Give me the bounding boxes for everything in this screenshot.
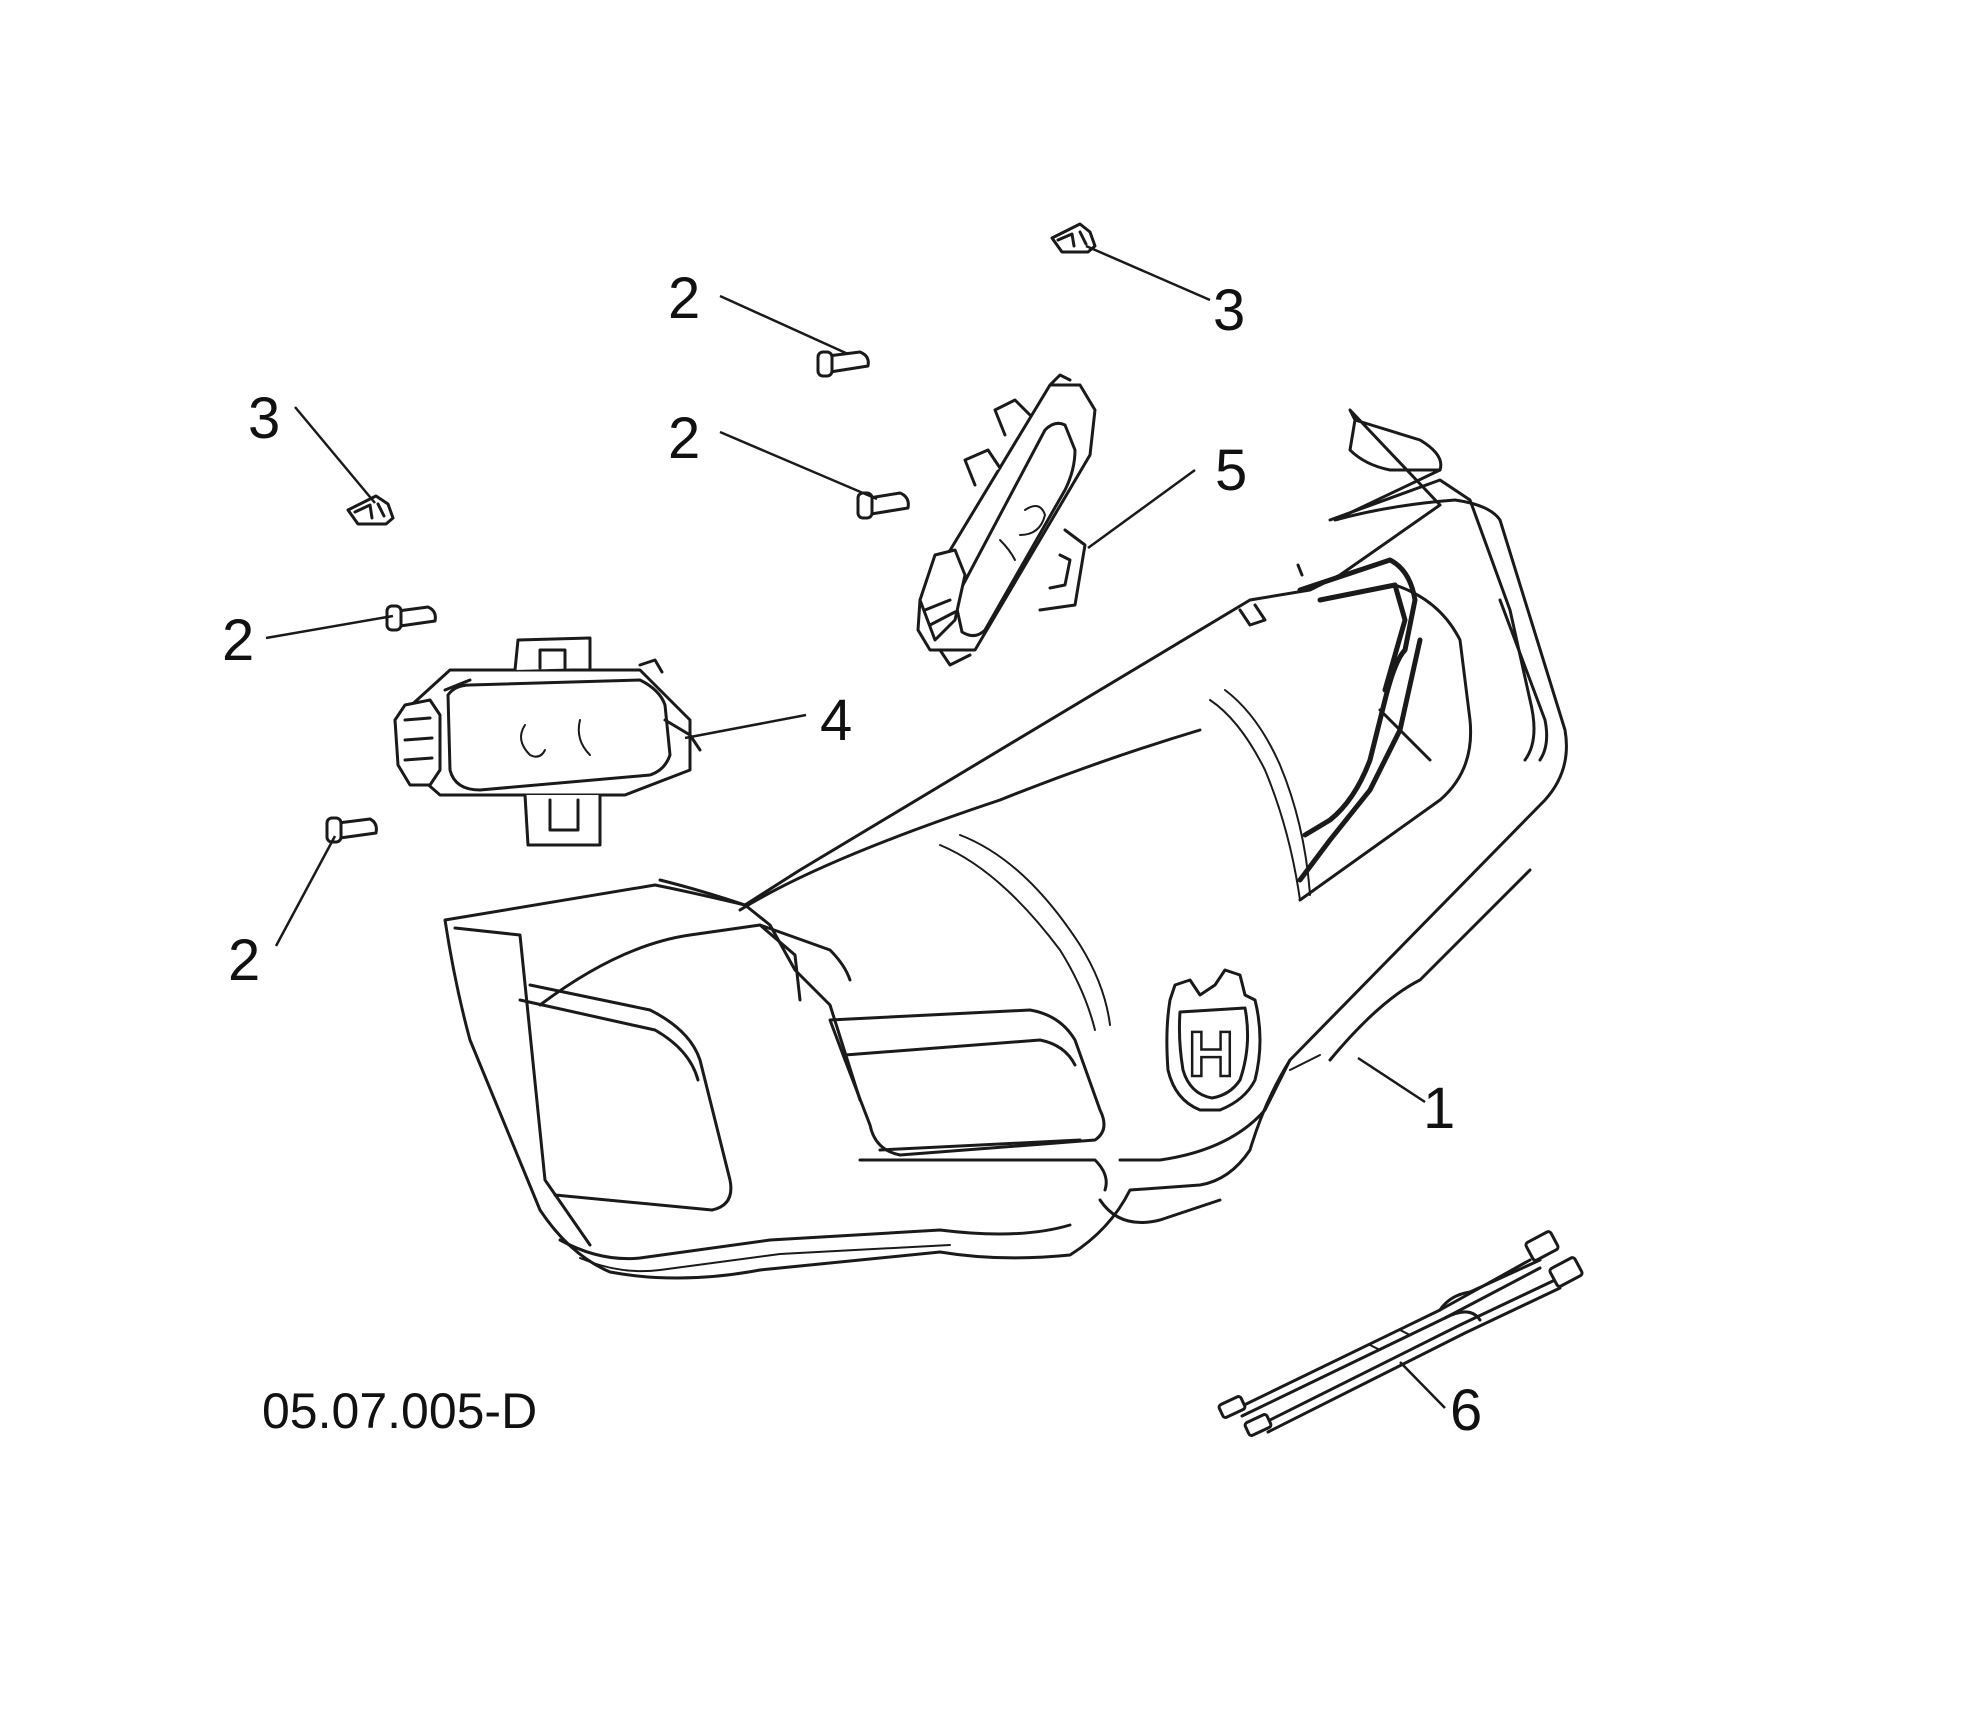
- brand-logo-letter: H: [1188, 1018, 1234, 1090]
- callout-2b: 2: [668, 406, 700, 471]
- part-clip-2[interactable]: [346, 494, 395, 526]
- leader-lines: [265, 244, 1446, 1409]
- part-headlight-right[interactable]: [916, 373, 1097, 667]
- part-clip-1[interactable]: [1050, 222, 1097, 254]
- part-screw-4[interactable]: [325, 816, 378, 844]
- leader-3a: [1085, 244, 1211, 302]
- leader-2b: [719, 430, 878, 501]
- brand-logo: H: [1165, 968, 1262, 1112]
- leader-5: [1087, 468, 1196, 550]
- leader-6: [1399, 1361, 1446, 1409]
- callout-2c: 2: [222, 608, 254, 673]
- callout-2d: 2: [228, 928, 260, 993]
- part-screw-3[interactable]: [385, 604, 437, 632]
- callout-1: 1: [1423, 1076, 1455, 1141]
- callout-3a: 3: [1213, 278, 1245, 343]
- part-screw-1[interactable]: [816, 350, 870, 378]
- callout-5: 5: [1215, 438, 1247, 503]
- callout-2a: 2: [668, 266, 700, 331]
- leader-3b: [294, 406, 376, 504]
- leader-2d: [274, 835, 337, 947]
- part-wiring-harness[interactable]: [1217, 1230, 1584, 1437]
- callout-4: 4: [820, 688, 852, 753]
- callout-3b: 3: [248, 386, 280, 451]
- part-headlight-left[interactable]: [393, 636, 702, 847]
- leader-4: [684, 713, 807, 740]
- part-hood-cover[interactable]: [443, 408, 1568, 1280]
- part-screw-2[interactable]: [856, 491, 910, 520]
- leader-2c: [265, 614, 394, 640]
- leader-2a: [719, 294, 849, 356]
- leader-1: [1357, 1056, 1426, 1104]
- callout-6: 6: [1450, 1378, 1482, 1443]
- callout-labels: 1 2 2 2 2 3 3 4 5 6: [222, 266, 1482, 1443]
- drawing-code: 05.07.005-D: [262, 1383, 537, 1439]
